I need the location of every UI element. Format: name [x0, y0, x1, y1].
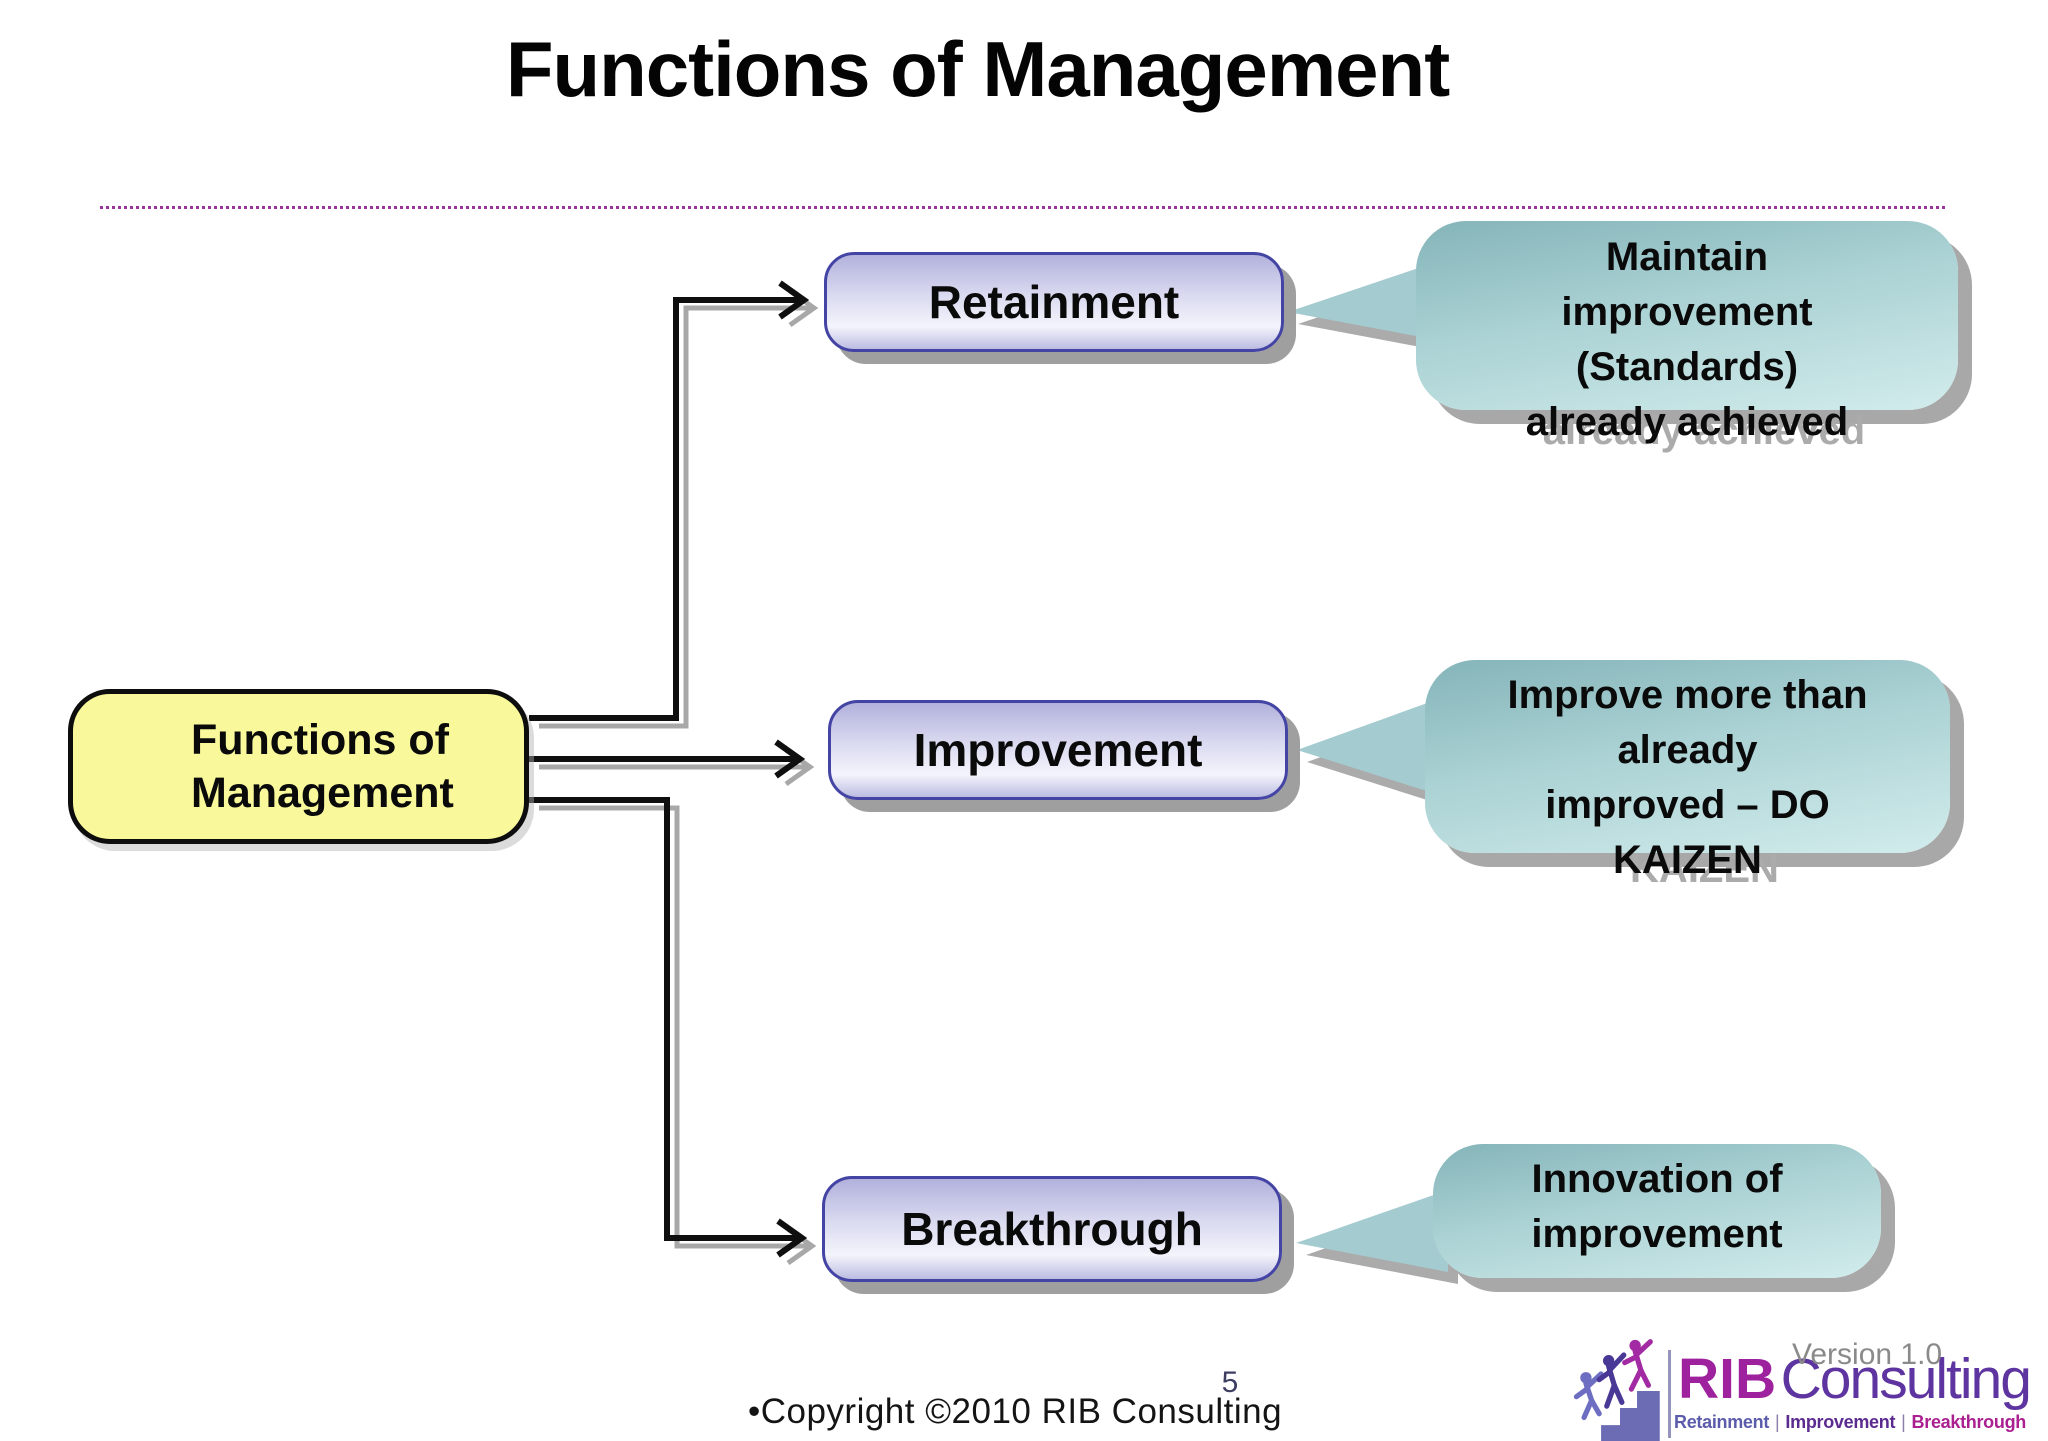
title-separator-dotted-line: [100, 206, 1945, 209]
logo-tagline: Retainment|Improvement|Breakthrough: [1674, 1412, 2026, 1433]
tagline-separator: |: [1901, 1412, 1906, 1432]
root-box-label-line1: Functions of: [191, 715, 449, 764]
improvement-box: Improvement: [828, 700, 1288, 800]
breakthrough-box: Breakthrough: [822, 1176, 1282, 1282]
callout-tail: [1288, 258, 1448, 342]
retainment-callout-bubble: [1416, 221, 1958, 410]
functions-of-management-box: Functions of Management: [68, 689, 529, 844]
callout-tail: [1297, 693, 1455, 800]
improvement-callout-bubble: [1425, 660, 1950, 853]
arrowhead-breakthrough: [776, 1218, 808, 1258]
breakthrough-callout-text: Innovation of improvement: [1433, 1152, 1881, 1262]
callout-line: improvement: [1561, 290, 1813, 334]
breakthrough-box-label: Breakthrough: [901, 1203, 1203, 1255]
brand-rib: RIB: [1678, 1347, 1777, 1411]
copyright-text: •Copyright ©2010 RIB Consulting: [747, 1392, 1283, 1431]
callout-line: (Standards): [1575, 345, 1799, 389]
retainment-box: Retainment: [824, 252, 1284, 352]
rib-wordmark: RIB Consulting: [1678, 1346, 2032, 1412]
tagline-breakthrough: Breakthrough: [1911, 1412, 2027, 1432]
root-box-label-line2: Management: [191, 768, 454, 817]
version-label: Version 1.0: [1792, 1338, 1943, 1371]
tagline-retainment: Retainment: [1674, 1412, 1770, 1432]
rib-consulting-logo: RIB Consulting Version 1.0 Retainment|Im…: [1570, 1332, 2048, 1441]
callout-tail: [1296, 1190, 1448, 1272]
retainment-box-label: Retainment: [928, 276, 1180, 328]
callout-line-overflow: already achieved: [1525, 400, 1849, 444]
rib-logo-climbers-icon: [1573, 1339, 1660, 1441]
arrowhead-improvement: [774, 739, 806, 779]
callout-line: improved – DO: [1545, 783, 1830, 827]
tagline-separator: |: [1775, 1412, 1780, 1432]
slide-title: Functions of Management: [505, 25, 1450, 113]
arrow-to-breakthrough: [529, 797, 798, 1241]
arrowhead-retainment: [778, 280, 810, 320]
callout-line: already: [1617, 728, 1758, 772]
page-number: 5: [1221, 1366, 1239, 1399]
logo-separator-line: [1668, 1350, 1671, 1438]
callout-line: improvement: [1531, 1212, 1783, 1256]
improvement-box-label: Improvement: [913, 724, 1203, 776]
brand-consulting: Consulting: [1780, 1347, 2032, 1411]
breakthrough-callout-bubble: [1433, 1144, 1881, 1278]
arrows: [529, 280, 810, 1258]
callout-line: Maintain: [1605, 235, 1769, 279]
callout-line: Improve more than: [1507, 673, 1868, 717]
improvement-callout-text: Improve more than already improved – DO …: [1425, 668, 1950, 888]
retainment-callout-text: Maintain improvement (Standards) already…: [1416, 230, 1958, 450]
tagline-improvement: Improvement: [1785, 1412, 1896, 1432]
arrow-to-retainment: [529, 297, 800, 721]
callout-line-overflow: KAIZEN: [1613, 838, 1762, 882]
callout-line: Innovation of: [1531, 1157, 1783, 1201]
